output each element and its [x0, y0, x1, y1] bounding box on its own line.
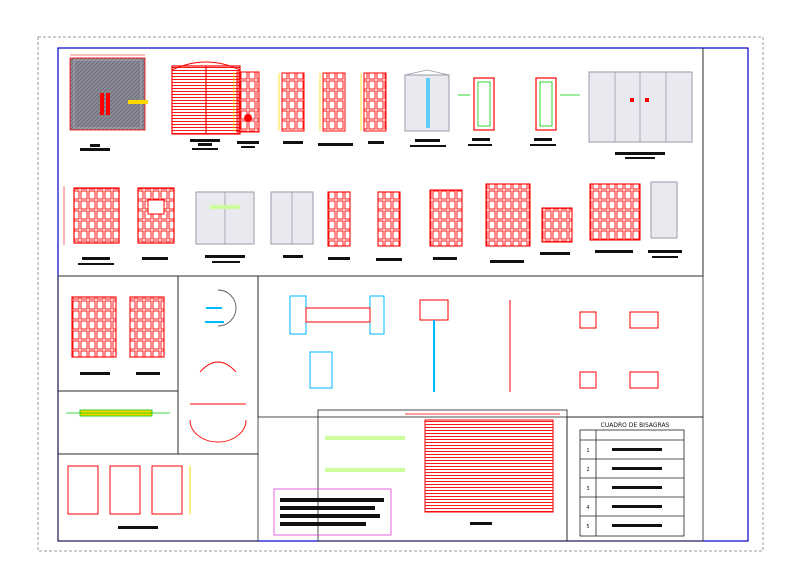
row2-door-elevations [63, 181, 682, 265]
panel-frames [57, 48, 704, 542]
hinge-table: CUADRO DE BISAGRAS 1 2 3 4 5 [579, 422, 685, 537]
door-swing-plans [189, 289, 247, 443]
door-elevation-2 [171, 61, 241, 150]
door-elevation-15 [327, 191, 351, 260]
door-elevation-16 [376, 191, 402, 261]
section-details [289, 295, 659, 392]
door-elevation-11 [63, 186, 120, 265]
notes-box [273, 488, 392, 536]
door-elevation-18 [485, 183, 531, 263]
hinge-row-1: 1 [586, 448, 589, 454]
door-elevation-19 [540, 207, 573, 255]
hardware-detail [66, 409, 170, 417]
rolling-shutter-elevation [325, 413, 560, 525]
hinge-row-3: 3 [586, 486, 589, 492]
hinge-row-2: 2 [586, 467, 589, 473]
door-elevation-5 [318, 72, 353, 146]
door-elevation-12 [137, 187, 175, 260]
door-elevation-20 [589, 183, 641, 253]
bottom-left-elevations [67, 465, 191, 529]
door-elevation-21 [648, 181, 682, 258]
door-elevation-6 [360, 72, 387, 144]
hinge-row-4: 4 [586, 505, 589, 511]
sheet-dashed-border [37, 36, 764, 552]
door-elevation-14 [270, 191, 314, 258]
door-elevation-3 [233, 71, 260, 148]
lower-left-doors [71, 296, 165, 375]
door-elevation-17 [429, 189, 463, 260]
notes-text-block [280, 498, 384, 526]
door-elevation-1 [69, 54, 148, 151]
hinge-row-5: 5 [586, 524, 589, 530]
hinge-table-title: CUADRO DE BISAGRAS [601, 422, 670, 429]
row1-door-elevations [69, 54, 693, 159]
door-elevation-7 [404, 69, 450, 147]
door-elevation-4 [278, 72, 305, 144]
door-elevation-8 [458, 77, 495, 146]
door-elevation-10 [588, 71, 693, 159]
door-elevation-13 [195, 191, 255, 263]
door-elevation-9 [530, 77, 580, 146]
